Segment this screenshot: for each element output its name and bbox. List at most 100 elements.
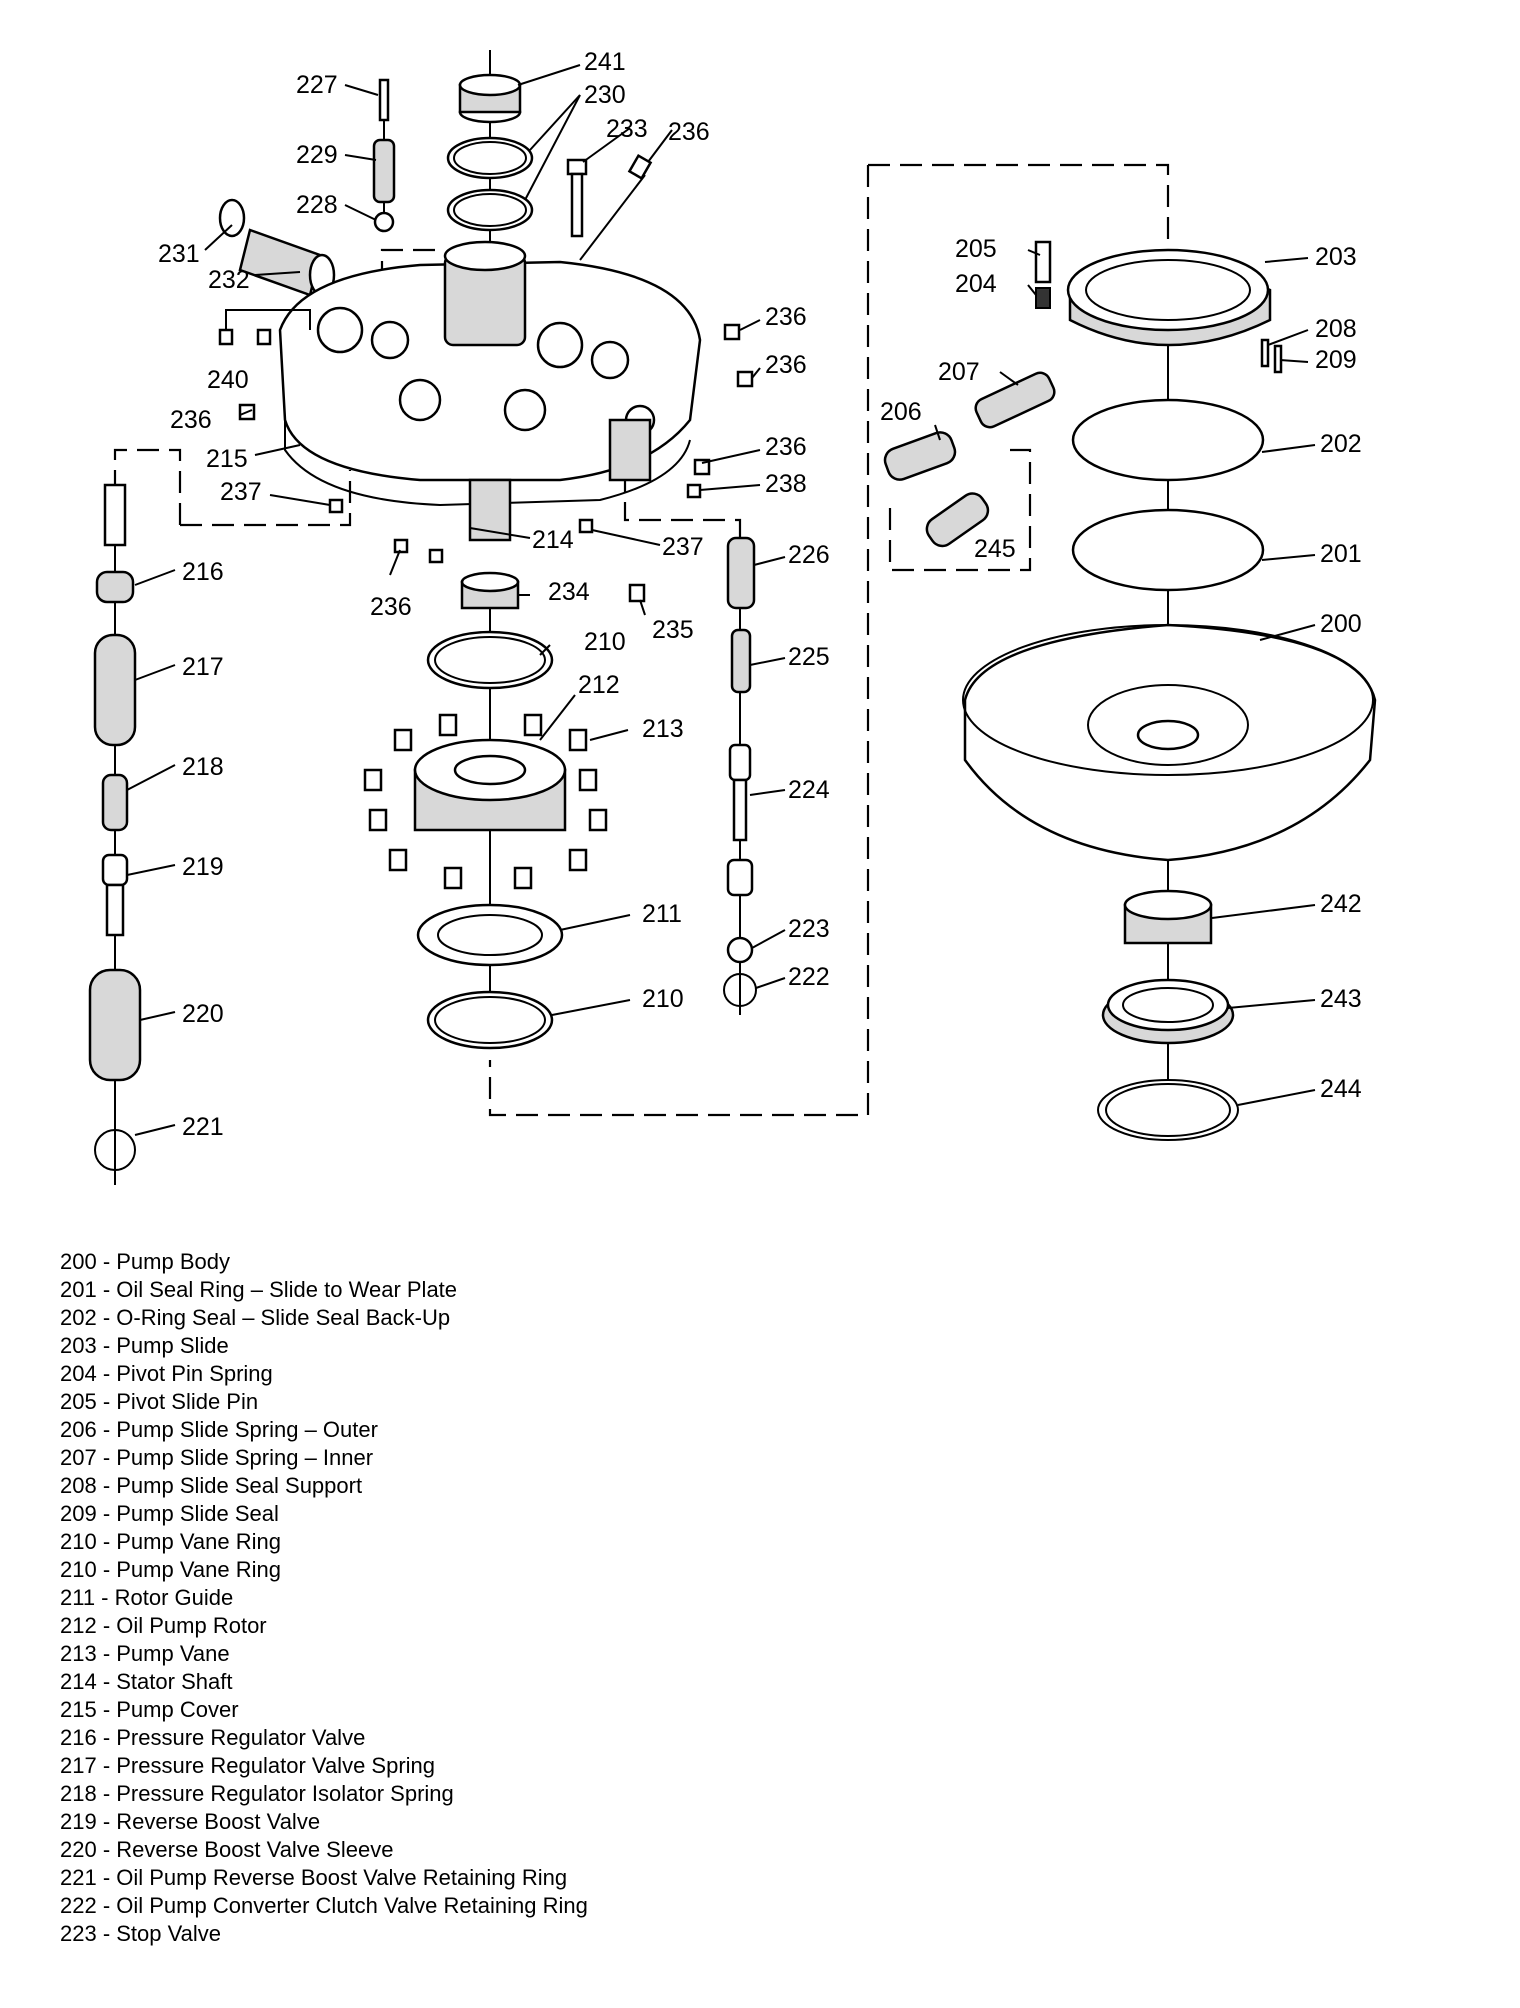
valve-column-222-226 [723, 536, 757, 1007]
callout-236-top: 236 [668, 118, 710, 146]
valve-stack-227-228-229 [372, 78, 396, 233]
callout-245: 245 [974, 535, 1016, 563]
callout-236-bottom: 236 [370, 593, 412, 621]
bushing-234 [460, 571, 520, 610]
callout-225: 225 [788, 643, 830, 671]
callout-229: 229 [296, 141, 338, 169]
legend-item: 207 - Pump Slide Spring – Inner [60, 1445, 374, 1470]
legend-item: 205 - Pivot Slide Pin [60, 1389, 259, 1414]
callout-227: 227 [296, 71, 338, 99]
callout-207: 207 [938, 358, 980, 386]
seal-rings-230 [446, 136, 534, 232]
callout-202: 202 [1320, 430, 1362, 458]
seal-243 [1101, 978, 1235, 1045]
seal-rings-201-202 [1071, 398, 1265, 592]
retainer-244 [1097, 1079, 1239, 1141]
leader-lines [126, 64, 1316, 1136]
callout-228: 228 [296, 191, 338, 219]
pump-body-200 [962, 623, 1377, 862]
pump-slide-203 [1066, 248, 1272, 347]
callout-234: 234 [548, 578, 590, 606]
callout-205: 205 [955, 235, 997, 263]
bolt-233 [566, 158, 588, 238]
legend-item: 202 - O-Ring Seal – Slide Seal Back-Up [60, 1305, 451, 1330]
vane-ring-210-lower [426, 990, 554, 1050]
callout-222: 222 [788, 963, 830, 991]
callout-210-upper: 210 [584, 628, 626, 656]
legend-item: 213 - Pump Vane [60, 1641, 230, 1666]
legend-item: 201 - Oil Seal Ring – Slide to Wear Plat… [60, 1277, 458, 1302]
callout-224: 224 [788, 776, 830, 804]
legend-item: 204 - Pivot Pin Spring [60, 1361, 273, 1386]
callout-240: 240 [207, 366, 249, 394]
legend-item: 208 - Pump Slide Seal Support [60, 1473, 363, 1498]
callout-215: 215 [206, 445, 248, 473]
callout-206: 206 [880, 398, 922, 426]
legend-item: 216 - Pressure Regulator Valve [60, 1725, 366, 1750]
legend-item: 218 - Pressure Regulator Isolator Spring [60, 1781, 454, 1806]
vane-ring-210-upper [426, 630, 554, 690]
callout-236-r1: 236 [765, 303, 807, 331]
callout-237-right: 237 [662, 533, 704, 561]
legend-item: 219 - Reverse Boost Valve [60, 1809, 321, 1834]
callout-235: 235 [652, 616, 694, 644]
callout-230: 230 [584, 81, 626, 109]
callout-243: 243 [1320, 985, 1362, 1013]
assembly-axes [114, 50, 1169, 1185]
legend-item: 222 - Oil Pump Converter Clutch Valve Re… [60, 1893, 588, 1918]
callout-226: 226 [788, 541, 830, 569]
legend-item: 211 - Rotor Guide [60, 1585, 234, 1610]
valve-column-216-221 [88, 483, 142, 1171]
callout-241: 241 [584, 48, 626, 76]
legend-item: 200 - Pump Body [60, 1249, 230, 1274]
callout-223: 223 [788, 915, 830, 943]
filter-231-232 [218, 198, 336, 297]
slide-springs-206-207 [883, 371, 1056, 481]
callout-200: 200 [1320, 610, 1362, 638]
callout-232: 232 [208, 266, 250, 294]
callout-212: 212 [578, 671, 620, 699]
callout-214: 214 [532, 526, 574, 554]
callout-236-r3: 236 [765, 433, 807, 461]
callout-217: 217 [182, 653, 224, 681]
legend-item: 221 - Oil Pump Reverse Boost Valve Retai… [60, 1865, 568, 1890]
pump-cover-215 [278, 240, 702, 542]
callout-244: 244 [1320, 1075, 1362, 1103]
callout-216: 216 [182, 558, 224, 586]
callout-labels: 227 229 228 231 232 240 236 215 237 216 … [158, 48, 1362, 1141]
callout-237-left: 237 [220, 478, 262, 506]
bushing-241 [458, 73, 522, 124]
legend-item: 203 - Pump Slide [60, 1333, 229, 1358]
legend-item: 209 - Pump Slide Seal [60, 1501, 279, 1526]
callout-209: 209 [1315, 346, 1357, 374]
callout-201: 201 [1320, 540, 1362, 568]
legend-item: 210 - Pump Vane Ring [60, 1557, 281, 1582]
callout-208: 208 [1315, 315, 1357, 343]
pivot-pin-205-and-spring-204 [1034, 240, 1052, 309]
callout-204: 204 [955, 270, 997, 298]
callout-220: 220 [182, 1000, 224, 1028]
callout-219: 219 [182, 853, 224, 881]
callout-203: 203 [1315, 243, 1357, 271]
legend-item: 214 - Stator Shaft [60, 1669, 233, 1694]
callout-233: 233 [606, 115, 648, 143]
callout-211: 211 [642, 900, 682, 928]
callout-238: 238 [765, 470, 807, 498]
callout-242: 242 [1320, 890, 1362, 918]
callout-213: 213 [642, 715, 684, 743]
rotor-guide-211 [416, 903, 564, 967]
callout-231: 231 [158, 240, 200, 268]
legend-item: 212 - Oil Pump Rotor [60, 1613, 267, 1638]
seal-support-208-and-seal-209 [1260, 338, 1283, 374]
callout-218: 218 [182, 753, 224, 781]
rotor-212-and-vanes-213 [363, 713, 608, 890]
plugs-236-237-238-240 [218, 153, 754, 603]
legend-item: 215 - Pump Cover [60, 1697, 239, 1722]
spring-245 [925, 492, 990, 548]
legend-item: 206 - Pump Slide Spring – Outer [60, 1417, 378, 1442]
legend-item: 220 - Reverse Boost Valve Sleeve [60, 1837, 394, 1862]
legend-item: 223 - Stop Valve [60, 1921, 222, 1946]
callout-221: 221 [182, 1113, 224, 1141]
callout-236-r2: 236 [765, 351, 807, 379]
callout-236-left: 236 [170, 406, 212, 434]
